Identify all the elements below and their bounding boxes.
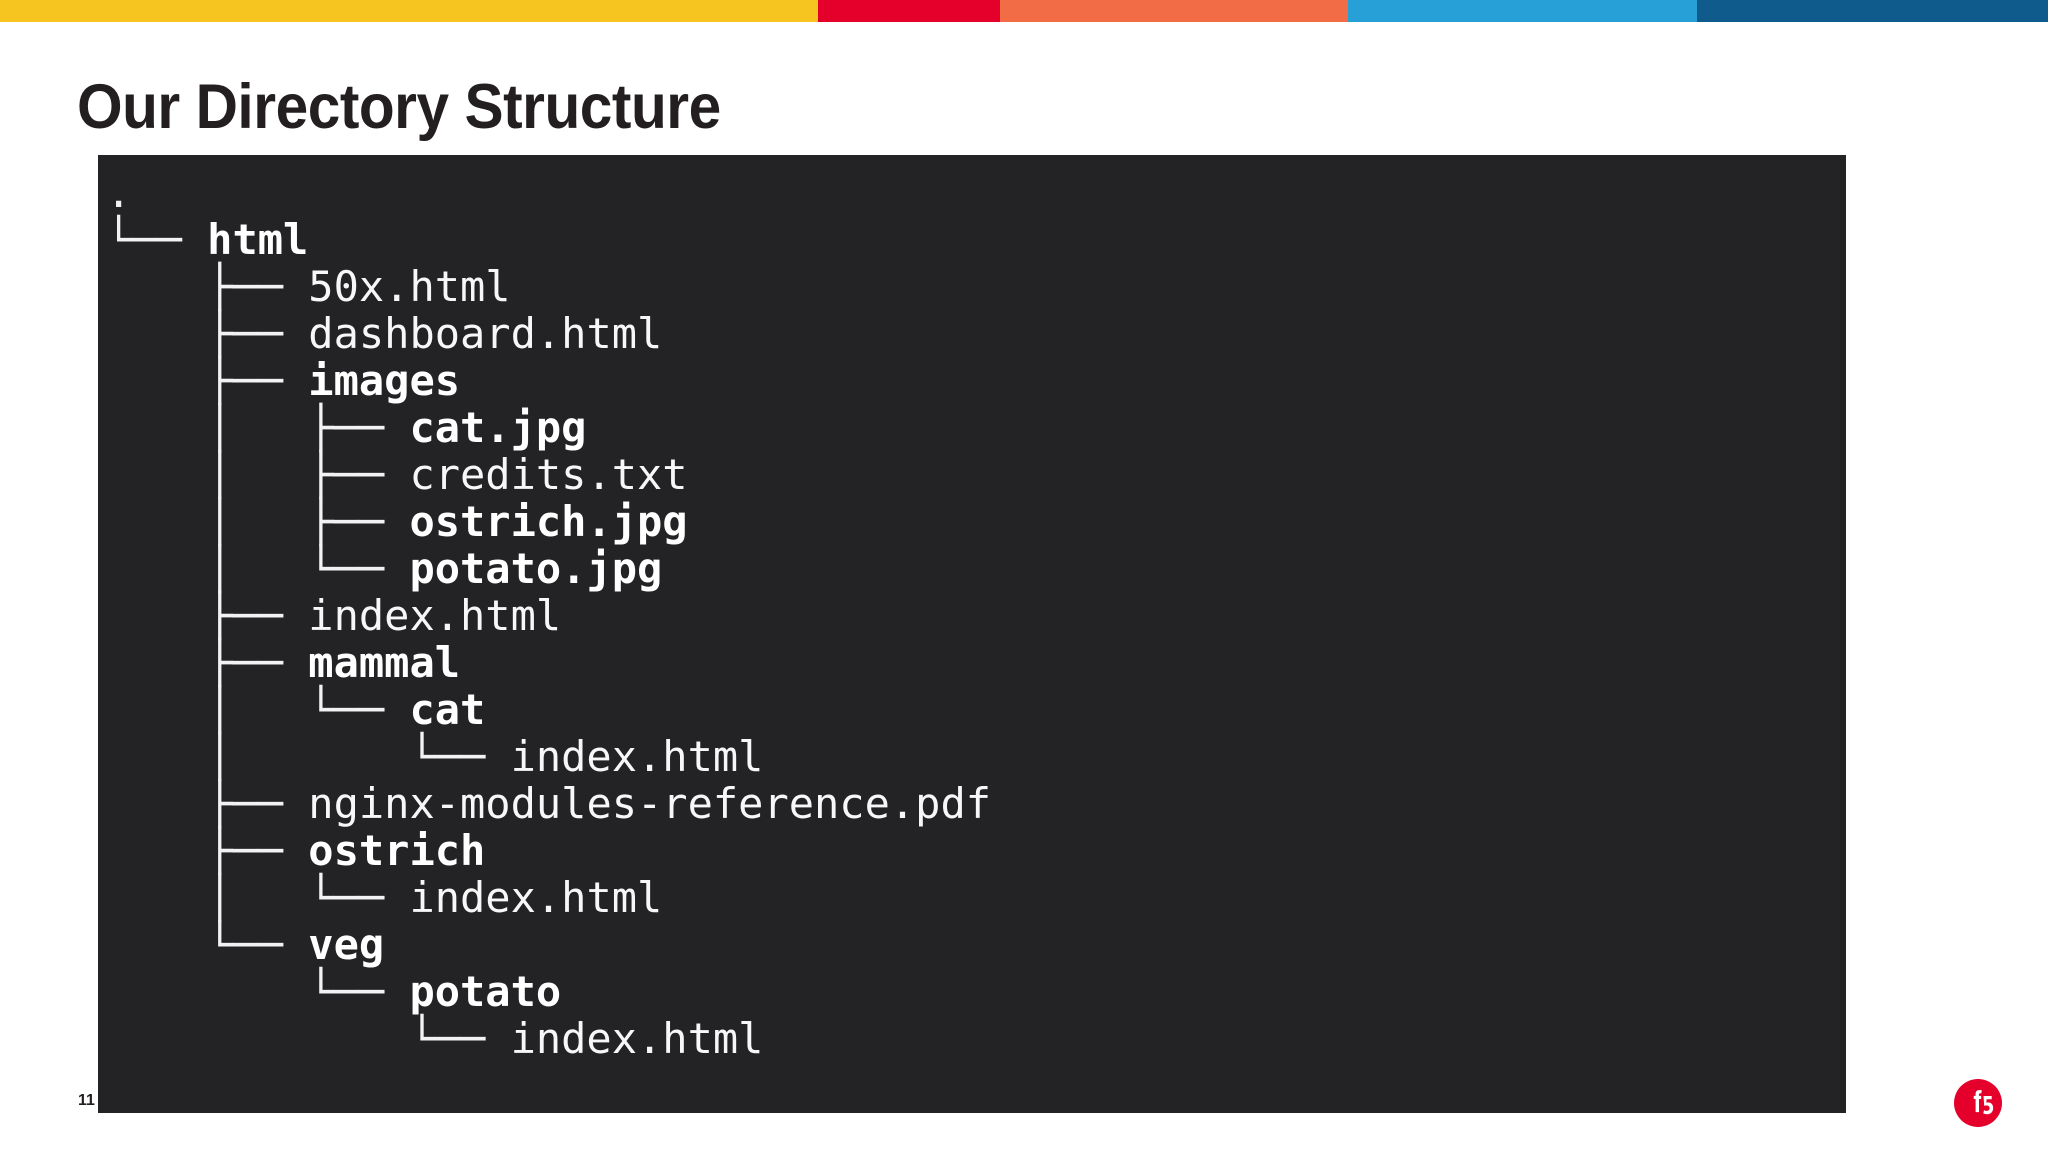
tree-branch-glyphs: └──: [106, 215, 208, 264]
accent-bar-segment-orange: [1000, 0, 1348, 22]
f5-logo: [1953, 1078, 2005, 1130]
tree-line: ├── nginx-modules-reference.pdf: [106, 780, 991, 827]
tree-branch-glyphs: ├──: [106, 638, 309, 687]
tree-branch-glyphs: .: [106, 168, 132, 217]
tree-branch-glyphs: │ └──: [106, 685, 410, 734]
tree-directory-name: ostrich: [308, 826, 486, 875]
tree-line: ├── 50x.html: [106, 263, 991, 310]
tree-branch-glyphs: │ └──: [106, 732, 511, 781]
tree-line: └── index.html: [106, 1015, 991, 1062]
tree-directory-name: potato: [409, 967, 562, 1016]
tree-line: .: [106, 169, 991, 216]
tree-branch-glyphs: ├──: [106, 779, 309, 828]
page-title: Our Directory Structure: [77, 72, 721, 142]
tree-file-name: credits.txt: [409, 450, 688, 499]
tree-directory-name: veg: [308, 920, 385, 969]
tree-line: │ └── index.html: [106, 733, 991, 780]
tree-directory-name: html: [207, 215, 309, 264]
tree-file-name: ostrich.jpg: [409, 497, 688, 546]
tree-line: │ └── potato.jpg: [106, 545, 991, 592]
accent-bar-segment-dark-blue: [1697, 0, 2048, 22]
tree-branch-glyphs: └──: [106, 967, 410, 1016]
accent-bar-segment-light-blue: [1348, 0, 1697, 22]
directory-tree-output: .└── html ├── 50x.html ├── dashboard.htm…: [106, 169, 991, 1062]
tree-branch-glyphs: │ ├──: [106, 497, 410, 546]
slide-page-number: 11: [78, 1092, 95, 1109]
tree-line: │ ├── credits.txt: [106, 451, 991, 498]
tree-line: ├── images: [106, 357, 991, 404]
tree-file-name: index.html: [510, 732, 764, 781]
tree-file-name: index.html: [409, 873, 663, 922]
tree-file-name: cat.jpg: [409, 403, 587, 452]
tree-branch-glyphs: ├──: [106, 826, 309, 875]
tree-line: │ └── cat: [106, 686, 991, 733]
tree-line: ├── dashboard.html: [106, 310, 991, 357]
tree-branch-glyphs: └──: [106, 920, 309, 969]
tree-directory-name: images: [308, 356, 461, 405]
tree-file-name: index.html: [308, 591, 562, 640]
tree-branch-glyphs: │ ├──: [106, 403, 410, 452]
tree-file-name: nginx-modules-reference.pdf: [308, 779, 992, 828]
tree-branch-glyphs: ├──: [106, 262, 309, 311]
tree-line: │ ├── ostrich.jpg: [106, 498, 991, 545]
tree-line: ├── mammal: [106, 639, 991, 686]
tree-line: ├── index.html: [106, 592, 991, 639]
tree-file-name: index.html: [510, 1014, 764, 1063]
tree-line: │ └── index.html: [106, 874, 991, 921]
accent-bar-segment-red: [818, 0, 1000, 22]
tree-file-name: potato.jpg: [409, 544, 663, 593]
tree-directory-name: cat: [409, 685, 486, 734]
tree-branch-glyphs: │ └──: [106, 544, 410, 593]
tree-branch-glyphs: │ └──: [106, 873, 410, 922]
tree-file-name: dashboard.html: [308, 309, 663, 358]
tree-branch-glyphs: │ ├──: [106, 450, 410, 499]
accent-bar: [0, 0, 2048, 22]
tree-branch-glyphs: ├──: [106, 356, 309, 405]
tree-line: ├── ostrich: [106, 827, 991, 874]
tree-branch-glyphs: └──: [106, 1014, 511, 1063]
tree-directory-name: mammal: [308, 638, 461, 687]
tree-line: │ ├── cat.jpg: [106, 404, 991, 451]
terminal-panel: .└── html ├── 50x.html ├── dashboard.htm…: [98, 155, 1846, 1113]
tree-line: └── potato: [106, 968, 991, 1015]
tree-branch-glyphs: ├──: [106, 591, 309, 640]
accent-bar-segment-yellow: [0, 0, 818, 22]
tree-branch-glyphs: ├──: [106, 309, 309, 358]
tree-file-name: 50x.html: [308, 262, 511, 311]
tree-line: └── html: [106, 216, 991, 263]
tree-line: └── veg: [106, 921, 991, 968]
